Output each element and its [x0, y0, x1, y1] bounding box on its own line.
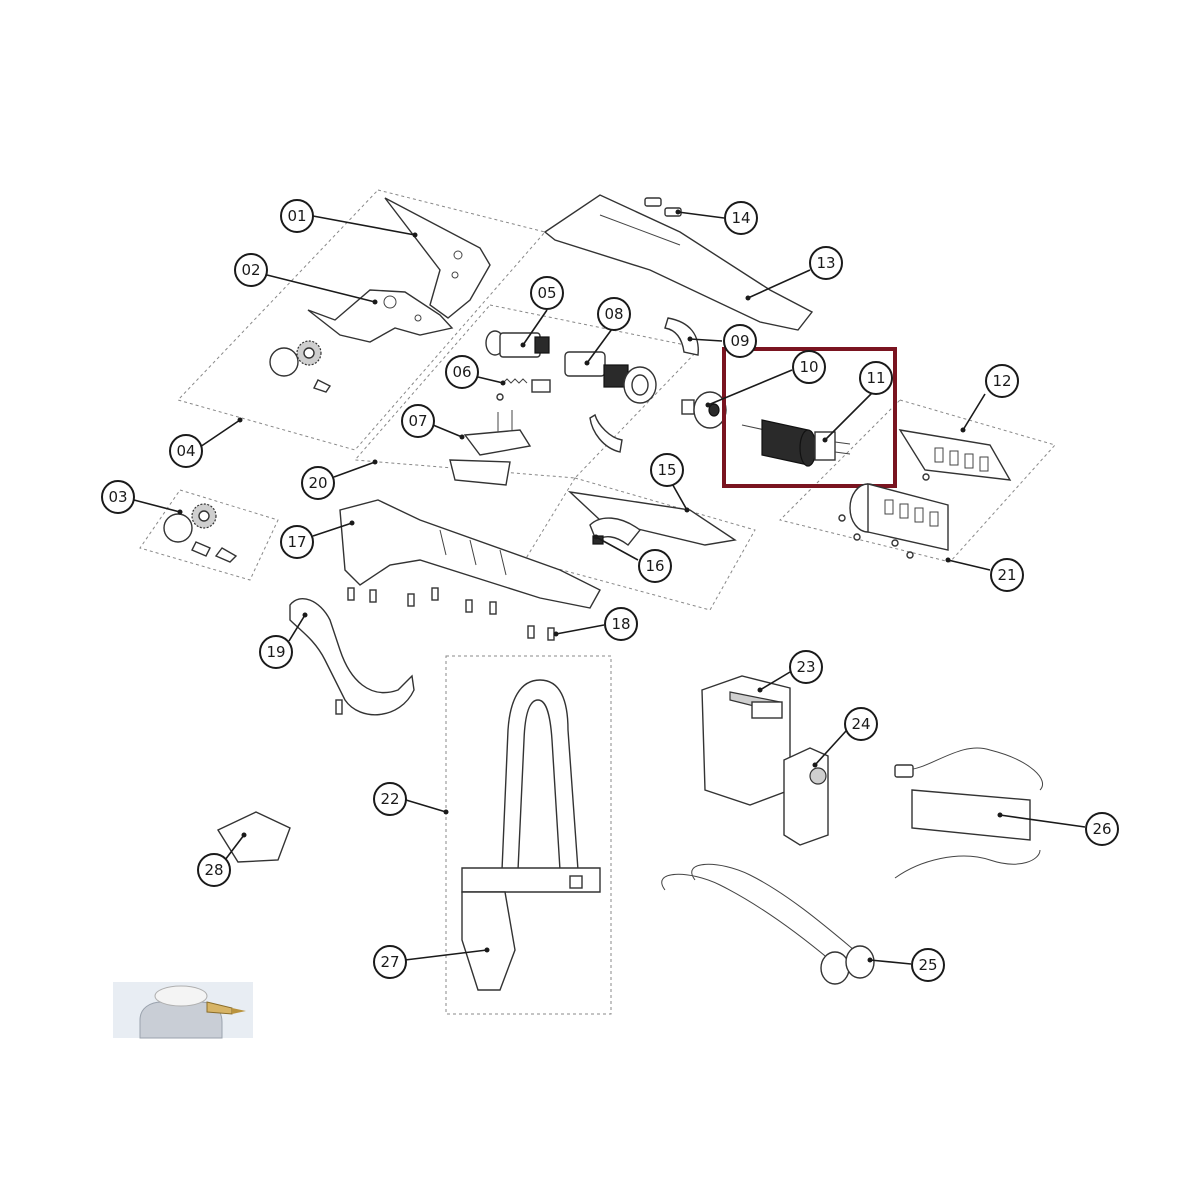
- callout-11: 11: [859, 361, 893, 395]
- callout-22: 22: [373, 782, 407, 816]
- part-battery-module: [783, 747, 829, 846]
- group-box-harness: [445, 655, 612, 1015]
- svg-text:06: 06: [452, 363, 471, 381]
- svg-text:01: 01: [287, 207, 306, 225]
- leader-dots: [177, 209, 1003, 963]
- part-battery: [701, 675, 791, 806]
- part-motor-housing-bottom: [838, 483, 949, 559]
- callout-08: 08: [597, 297, 631, 331]
- svg-text:18: 18: [611, 615, 630, 633]
- part-trigger-guard: [289, 598, 415, 716]
- part-half-shells: [589, 317, 699, 453]
- svg-text:04: 04: [176, 442, 195, 460]
- callout-18: 18: [604, 607, 638, 641]
- svg-text:07: 07: [408, 412, 427, 430]
- callout-16: 16: [638, 549, 672, 583]
- part-upper-handle: [543, 194, 814, 331]
- part-sensor-bracket: [449, 410, 532, 486]
- svg-text:09: 09: [730, 332, 749, 350]
- svg-text:02: 02: [241, 261, 260, 279]
- highlight-frame: [722, 347, 897, 488]
- part-cable: [661, 863, 875, 985]
- callout-09: 09: [723, 324, 757, 358]
- part-screws-upper: [644, 197, 682, 217]
- callout-17: 17: [280, 525, 314, 559]
- part-motor-flange: [681, 391, 727, 429]
- svg-text:12: 12: [992, 372, 1011, 390]
- callout-02: 02: [234, 253, 268, 287]
- svg-text:19: 19: [266, 643, 285, 661]
- svg-text:11: 11: [866, 369, 885, 387]
- group-box-blade: [177, 189, 546, 451]
- callout-21: 21: [990, 558, 1024, 592]
- callout-10: 10: [792, 350, 826, 384]
- callout-07: 07: [401, 404, 435, 438]
- svg-text:16: 16: [645, 557, 664, 575]
- svg-text:21: 21: [997, 566, 1016, 584]
- callout-24: 24: [844, 707, 878, 741]
- svg-text:20: 20: [308, 474, 327, 492]
- group-box-gear-small: [139, 489, 279, 581]
- callouts: 01 02 03 04 05 06 07 08 09 10 11 12 13 1…: [101, 199, 1119, 982]
- part-gear-ball-upper: [269, 340, 332, 393]
- callout-28: 28: [197, 853, 231, 887]
- svg-text:05: 05: [537, 284, 556, 302]
- callout-12: 12: [985, 364, 1019, 398]
- svg-text:26: 26: [1092, 820, 1111, 838]
- part-lower-blade: [307, 289, 454, 343]
- callout-13: 13: [809, 246, 843, 280]
- svg-text:24: 24: [851, 715, 870, 733]
- callout-26: 26: [1085, 812, 1119, 846]
- callout-04: 04: [169, 434, 203, 468]
- part-spring-pin: [496, 378, 551, 401]
- callout-19: 19: [259, 635, 293, 669]
- part-lower-handle: [339, 499, 601, 609]
- svg-text:23: 23: [796, 658, 815, 676]
- part-small-block: [216, 811, 291, 863]
- group-box-motor-housing: [779, 399, 1056, 563]
- callout-03: 03: [101, 480, 135, 514]
- part-charger: [894, 747, 1043, 879]
- callout-25: 25: [911, 948, 945, 982]
- part-screws-lower: [347, 587, 555, 641]
- callout-01: 01: [280, 199, 314, 233]
- svg-text:22: 22: [380, 790, 399, 808]
- part-drive-shaft: [485, 330, 550, 358]
- callout-05: 05: [530, 276, 564, 310]
- svg-text:13: 13: [816, 254, 835, 272]
- callout-27: 27: [373, 945, 407, 979]
- svg-text:25: 25: [918, 956, 937, 974]
- part-upper-blade: [384, 197, 491, 319]
- oil-can-image: [113, 982, 253, 1039]
- callout-06: 06: [445, 355, 479, 389]
- part-motor-housing-top: [898, 429, 1012, 481]
- svg-text:15: 15: [657, 461, 676, 479]
- part-gear-ball-small: [163, 503, 238, 563]
- svg-text:10: 10: [799, 358, 818, 376]
- part-harness: [461, 679, 601, 991]
- svg-text:27: 27: [380, 953, 399, 971]
- svg-text:14: 14: [731, 209, 750, 227]
- svg-text:03: 03: [108, 488, 127, 506]
- callout-23: 23: [789, 650, 823, 684]
- part-transmission: [564, 351, 657, 404]
- svg-text:08: 08: [604, 305, 623, 323]
- callout-20: 20: [301, 466, 335, 500]
- group-boxes: [139, 189, 1056, 1015]
- callout-14: 14: [724, 201, 758, 235]
- svg-text:28: 28: [204, 861, 223, 879]
- part-motor: [741, 419, 851, 467]
- part-sensor-rail: [567, 490, 737, 546]
- svg-text:17: 17: [287, 533, 306, 551]
- callout-15: 15: [650, 453, 684, 487]
